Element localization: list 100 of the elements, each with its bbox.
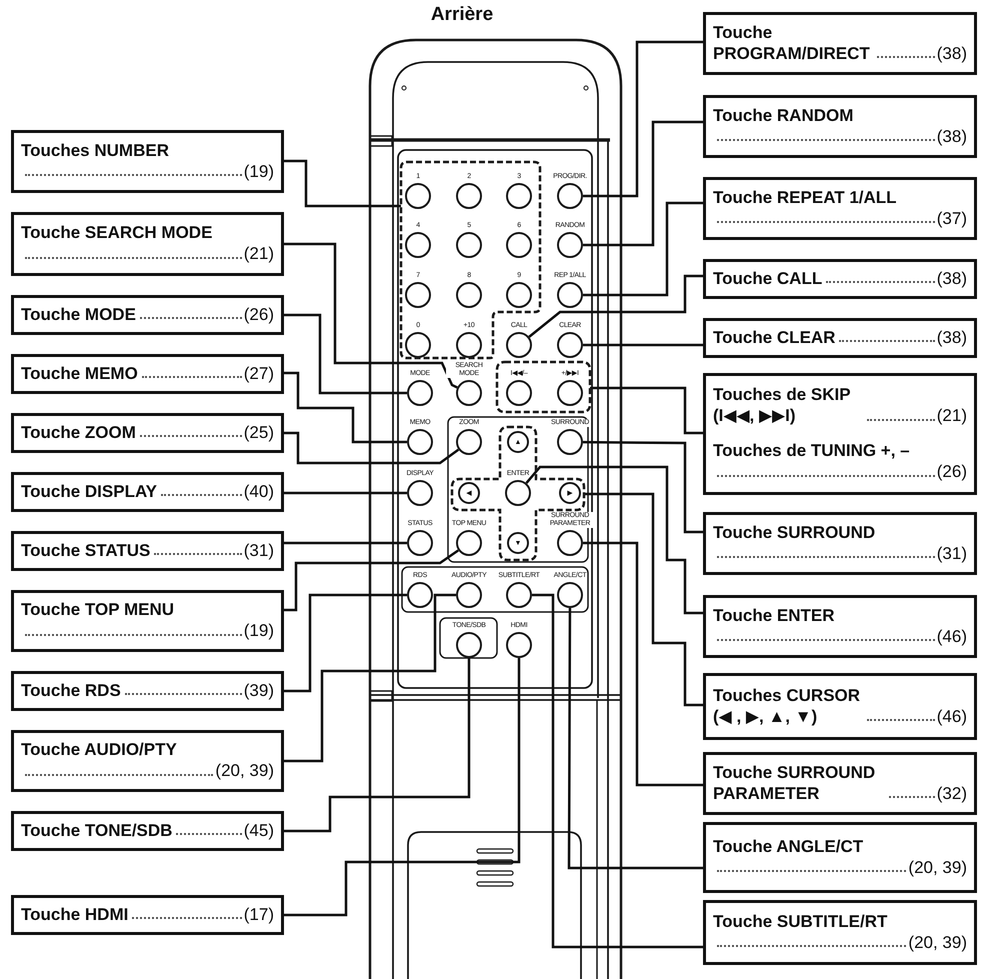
callout-box xyxy=(11,671,284,711)
round-button xyxy=(506,332,532,358)
callout-box xyxy=(11,531,284,571)
callout-label: Touche MEMO xyxy=(21,364,138,384)
callout-label: Touche REPEAT 1/ALL xyxy=(713,188,898,208)
round-button xyxy=(557,282,583,308)
page-reference: (38) xyxy=(936,328,967,348)
leader-line xyxy=(284,594,407,692)
round-button xyxy=(456,632,482,658)
page-reference: (31) xyxy=(244,540,274,562)
round-button xyxy=(456,582,482,608)
callout-label: Touche CLEAR xyxy=(713,328,836,348)
round-button xyxy=(505,480,531,506)
round-button xyxy=(456,380,482,406)
page-reference: (20, 39) xyxy=(908,858,967,878)
leader-line xyxy=(284,372,407,444)
round-button xyxy=(456,332,482,358)
callout-label: Touche SURROUND PARAMETER xyxy=(713,762,876,804)
leader-line xyxy=(584,492,703,706)
page-reference: (19) xyxy=(244,162,274,182)
page-reference: (27) xyxy=(244,364,274,384)
leader-line xyxy=(525,466,703,614)
callout-box xyxy=(11,130,284,193)
page-reference: (19) xyxy=(244,621,274,642)
page-reference: (20, 39) xyxy=(215,761,274,782)
callout-box xyxy=(703,752,977,815)
callout-box xyxy=(11,730,284,792)
leader-line xyxy=(583,542,703,786)
round-button xyxy=(506,232,532,258)
callout-box xyxy=(703,822,977,893)
round-button xyxy=(407,480,433,506)
callout-label: Touche AUDIO/PTY xyxy=(21,740,178,761)
page-reference: (45) xyxy=(244,820,274,842)
page-reference: (38) xyxy=(936,126,967,148)
callout-box xyxy=(11,811,284,851)
page-reference: (39) xyxy=(244,680,274,702)
callout-box xyxy=(703,12,977,75)
page-reference: (21) xyxy=(936,406,967,427)
round-button xyxy=(407,429,433,455)
callout-box xyxy=(11,295,284,335)
round-button xyxy=(557,582,583,608)
callout-label: Touches CURSOR (◀ , ▶, ▲, ▼) xyxy=(713,686,862,728)
callout-label: Touche RDS xyxy=(21,680,121,702)
page-reference: (31) xyxy=(936,544,967,564)
callout-box xyxy=(11,895,284,935)
round-button xyxy=(506,282,532,308)
dashed-button-group xyxy=(497,362,590,412)
leader-line xyxy=(532,594,703,948)
page-reference: (38) xyxy=(936,268,967,290)
callout-label: Touche DISPLAY xyxy=(21,482,158,502)
callout-label: Touche SURROUND xyxy=(713,522,876,544)
callout-box xyxy=(703,259,977,299)
callout-label: Touche SUBTITLE/RT xyxy=(713,912,888,932)
callout-label: Touche TOP MENU xyxy=(21,600,176,621)
round-button xyxy=(456,282,482,308)
callout-label: Touches de TUNING +, – xyxy=(713,441,911,462)
callout-box xyxy=(703,318,977,358)
leader-line xyxy=(284,658,520,916)
page-reference: (46) xyxy=(936,706,967,728)
callout-label: Touche CALL xyxy=(713,268,822,290)
leader-line xyxy=(284,658,470,832)
callout-box xyxy=(11,590,284,652)
callout-label: Touche ANGLE/CT xyxy=(713,836,864,858)
leader-line xyxy=(284,492,407,494)
page-reference: (32) xyxy=(936,784,967,804)
leader-line xyxy=(583,40,703,198)
round-button xyxy=(506,582,532,608)
round-button xyxy=(456,183,482,209)
callout-box xyxy=(11,354,284,394)
round-button xyxy=(405,332,431,358)
page-reference: (26) xyxy=(244,304,274,326)
round-button xyxy=(405,183,431,209)
callout-label: Touche SEARCH MODE xyxy=(21,223,214,244)
leader-line xyxy=(583,120,703,246)
callout-box xyxy=(703,512,977,575)
leader-line xyxy=(284,432,460,464)
round-button xyxy=(506,632,532,658)
callout-box xyxy=(703,595,977,658)
callout-box xyxy=(11,212,284,276)
diagram-title: Arrière xyxy=(430,4,494,26)
page-reference: (26) xyxy=(936,462,967,483)
callout-box xyxy=(11,413,284,453)
round-button xyxy=(407,530,433,556)
page-reference: (25) xyxy=(244,422,274,444)
leader-line xyxy=(284,549,459,612)
round-button xyxy=(407,582,433,608)
leader-line xyxy=(568,608,703,870)
round-button xyxy=(456,429,482,455)
callout-label: Touche MODE xyxy=(21,304,136,326)
callout-label: Touches NUMBER xyxy=(21,140,170,162)
page-reference: (20, 39) xyxy=(908,932,967,954)
leader-line xyxy=(284,594,456,762)
callout-box xyxy=(703,373,977,495)
dashed-button-group xyxy=(401,162,540,358)
round-button xyxy=(456,530,482,556)
round-button xyxy=(557,232,583,258)
leader-line xyxy=(284,160,401,208)
leader-line xyxy=(284,314,407,394)
leader-line xyxy=(284,542,407,544)
callout-label: Touche RANDOM xyxy=(713,106,854,126)
